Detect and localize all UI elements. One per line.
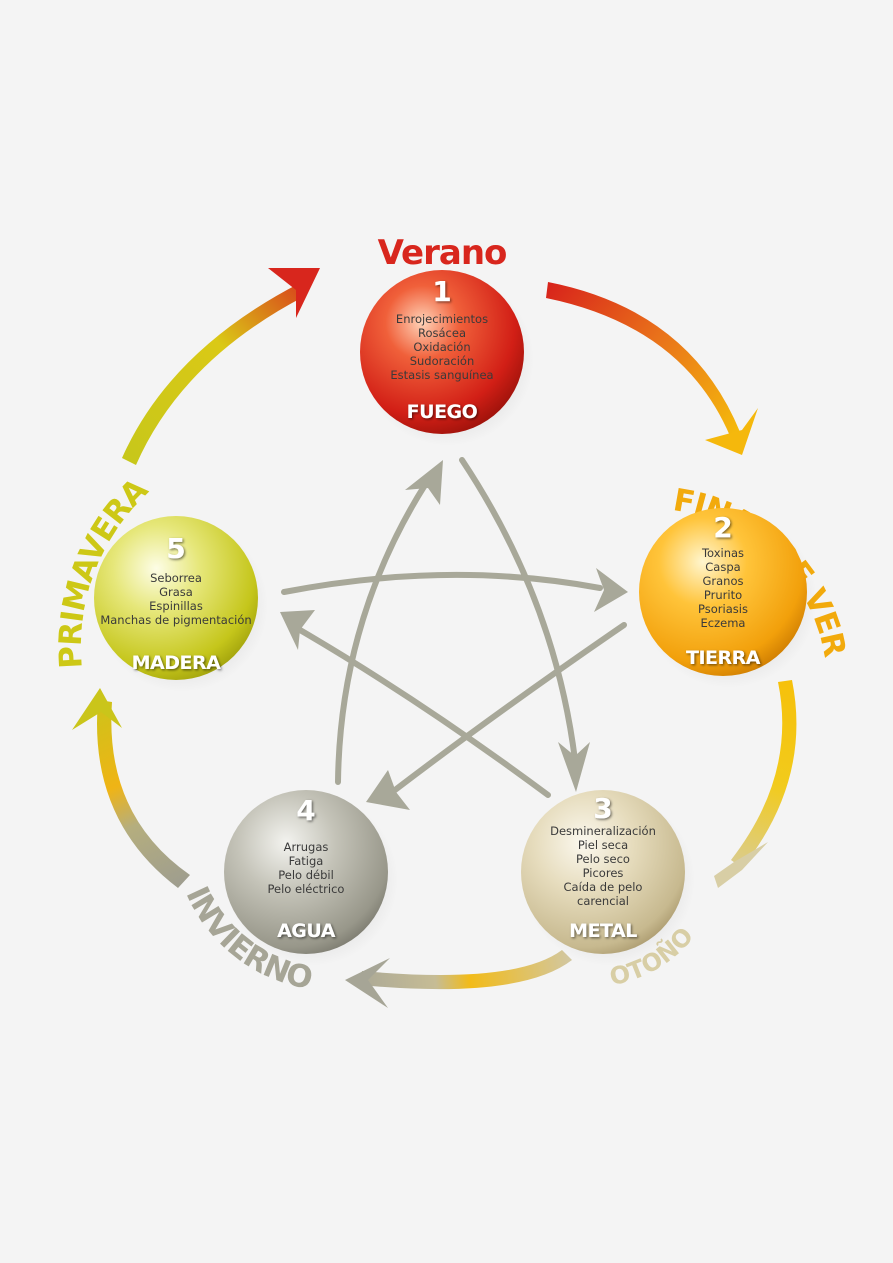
symptom-label: Granos	[702, 574, 743, 588]
arrow-tierra-to-metal	[714, 680, 797, 888]
symptom-label: Oxidación	[413, 340, 470, 354]
sphere-fuego	[360, 270, 524, 434]
node-fuego: 1EnrojecimientosRosáceaOxidaciónSudoraci…	[360, 270, 534, 446]
sphere-madera	[94, 516, 258, 680]
symptom-label: Caspa	[705, 560, 740, 574]
symptom-label: Estasis sanguínea	[390, 368, 493, 382]
element-name: TIERRA	[686, 647, 761, 669]
arrow-tierra-to-agua	[366, 622, 627, 810]
symptom-label: Pelo seco	[576, 852, 630, 866]
season-labels: Verano FINAL DE VERANO OTOÑO INVIERNO PR…	[0, 0, 854, 997]
symptom-label: Manchas de pigmentación	[100, 613, 251, 627]
arrow-metal-to-agua	[345, 950, 572, 1008]
sphere-agua	[224, 790, 388, 954]
sphere-metal	[521, 790, 685, 954]
node-tierra: 2ToxinasCaspaGranosPruritoPsoriasisEczem…	[639, 508, 817, 688]
symptom-label: Enrojecimientos	[396, 312, 488, 326]
element-nodes: 1EnrojecimientosRosáceaOxidaciónSudoraci…	[94, 270, 817, 966]
arrow-agua-to-fuego	[335, 460, 443, 785]
symptom-label: Caída de pelo	[564, 880, 643, 894]
symptom-label: Psoriasis	[698, 602, 748, 616]
arrow-metal-to-madera	[280, 610, 551, 798]
node-number: 4	[296, 794, 315, 827]
arrow-fuego-to-tierra	[546, 282, 758, 455]
arrow-fuego-to-metal	[459, 457, 590, 792]
element-name: FUEGO	[407, 401, 478, 423]
symptom-label: Piel seca	[578, 838, 628, 852]
arrow-madera-to-tierra	[281, 568, 628, 612]
node-number: 5	[166, 532, 185, 565]
element-name: METAL	[569, 920, 637, 942]
node-number: 1	[432, 275, 451, 308]
symptom-label: Eczema	[701, 616, 746, 630]
symptom-label: Rosácea	[418, 326, 466, 340]
symptom-label: Picores	[583, 866, 624, 880]
symptom-label: Espinillas	[149, 599, 203, 613]
symptom-label: Grasa	[159, 585, 193, 599]
control-cycle-star	[280, 457, 628, 810]
arrow-madera-to-fuego	[122, 268, 320, 465]
symptom-label: Seborrea	[150, 571, 202, 585]
node-number: 3	[593, 792, 612, 825]
symptom-label: Arrugas	[284, 840, 329, 854]
arrow-agua-to-madera	[72, 688, 190, 888]
symptom-label: Pelo débil	[278, 868, 334, 882]
symptom-label: Toxinas	[701, 546, 744, 560]
symptom-label: Prurito	[704, 588, 742, 602]
symptom-label: carencial	[577, 894, 629, 908]
symptom-label: Pelo eléctrico	[268, 882, 345, 896]
symptom-label: Fatiga	[289, 854, 324, 868]
element-name: MADERA	[132, 652, 221, 674]
element-name: AGUA	[277, 920, 336, 942]
outer-cycle-arrows	[72, 268, 797, 1008]
sphere-tierra	[639, 508, 807, 676]
symptom-label: Sudoración	[410, 354, 475, 368]
symptom-label: Desmineralización	[550, 824, 656, 838]
season-verano: Verano	[378, 233, 507, 273]
node-number: 2	[713, 511, 732, 544]
